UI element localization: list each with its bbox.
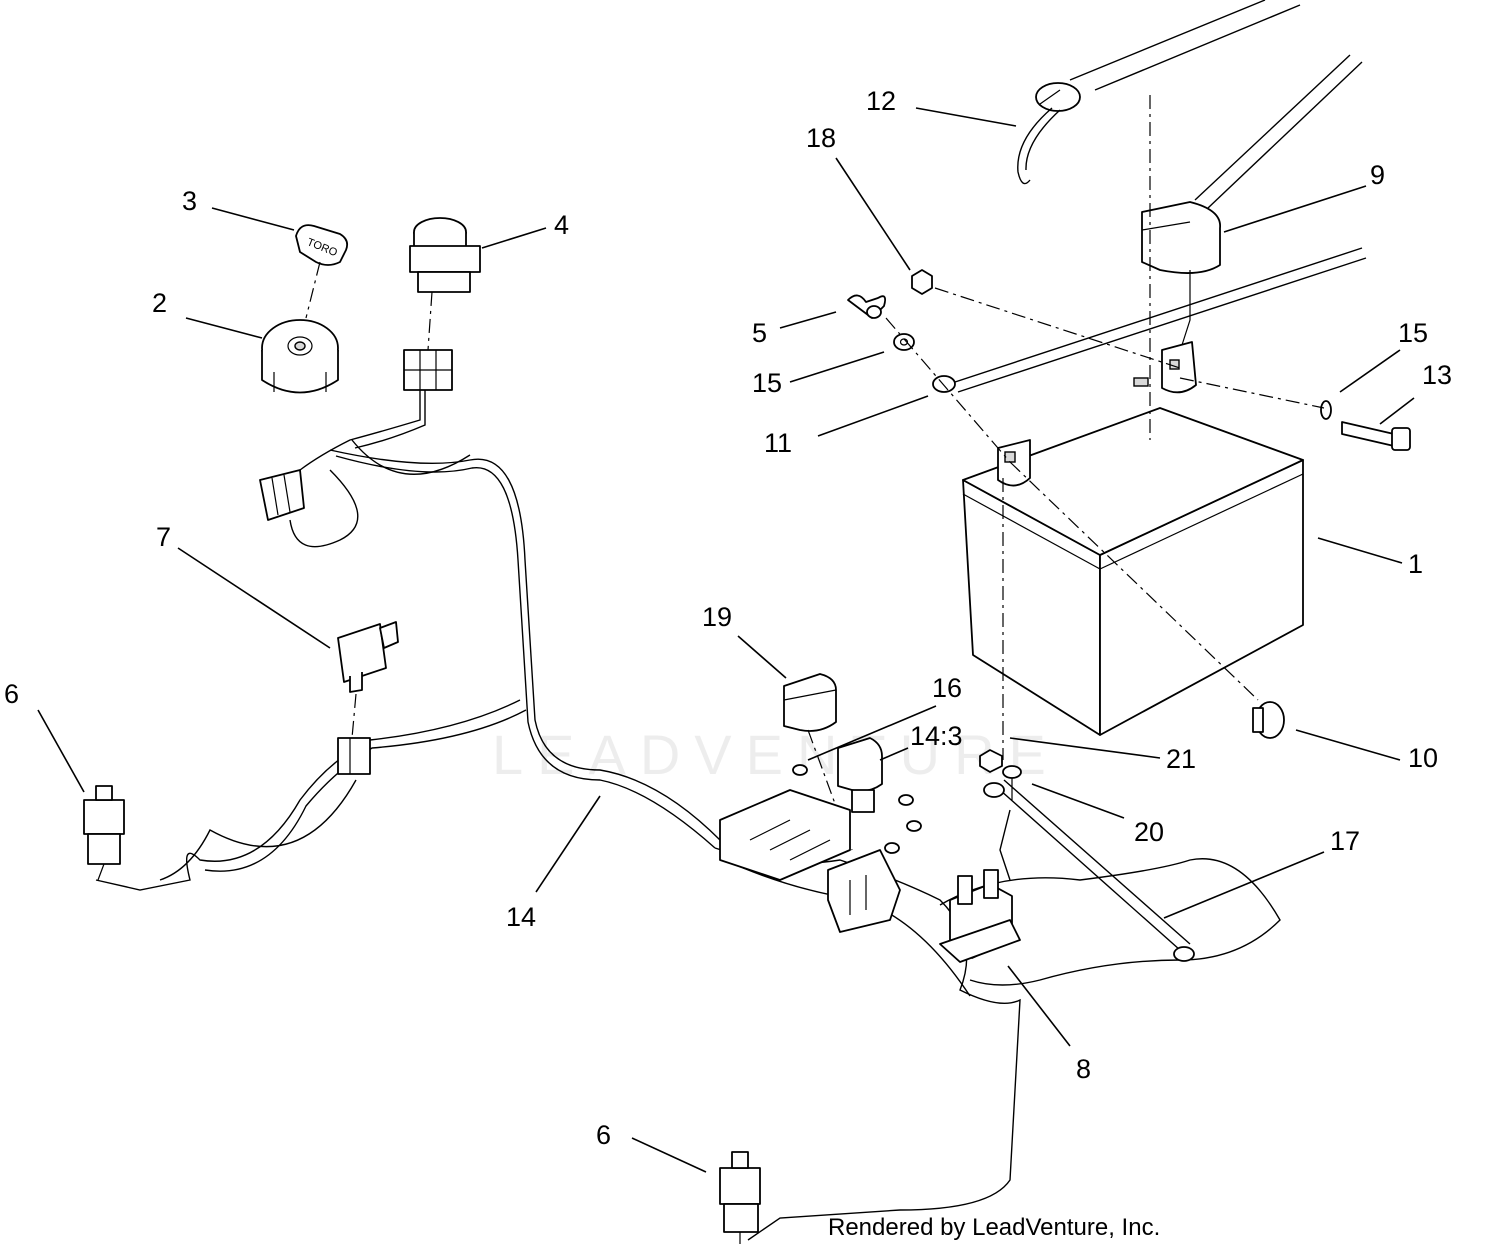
interlock-switch-bottom bbox=[719, 1151, 761, 1244]
callout-14: 14 bbox=[506, 902, 536, 932]
callout-9: 9 bbox=[1370, 160, 1385, 190]
negative-cable bbox=[932, 247, 1367, 393]
callout-5: 5 bbox=[752, 318, 767, 348]
callout-10: 10 bbox=[1408, 743, 1438, 773]
ignition-key: TORO bbox=[295, 224, 349, 266]
cable-17 bbox=[983, 779, 1195, 962]
nut-top bbox=[911, 269, 933, 295]
callout-13: 13 bbox=[1422, 360, 1452, 390]
wing-nut bbox=[847, 294, 887, 319]
render-credit: Rendered by LeadVenture, Inc. bbox=[828, 1214, 1161, 1241]
callout-3: 3 bbox=[182, 186, 197, 216]
pto-connector bbox=[403, 349, 453, 391]
bolt bbox=[1341, 421, 1411, 451]
callout-12: 12 bbox=[866, 86, 896, 116]
callout-6-bottom: 6 bbox=[596, 1120, 611, 1150]
callout-8: 8 bbox=[1076, 1054, 1091, 1084]
callout-labels: 1 2 3 4 5 6 6 7 8 9 10 11 12 13 14 14:3 … bbox=[4, 86, 1452, 1150]
bolt-10 bbox=[1252, 701, 1285, 739]
starter-solenoid bbox=[939, 869, 1021, 963]
relay-19 bbox=[783, 673, 837, 732]
callout-16: 16 bbox=[932, 673, 962, 703]
callout-15-left: 15 bbox=[752, 368, 782, 398]
positive-cable-cover bbox=[1141, 54, 1363, 346]
bolt-20 bbox=[1002, 765, 1022, 800]
callout-7: 7 bbox=[156, 522, 171, 552]
washer-right bbox=[1320, 400, 1332, 420]
callout-14-3: 14:3 bbox=[910, 721, 963, 751]
ignition-switch bbox=[261, 319, 339, 394]
relay-14-3 bbox=[837, 737, 883, 813]
battery bbox=[962, 341, 1304, 736]
callout-2: 2 bbox=[152, 288, 167, 318]
interlock-switch-left bbox=[83, 785, 125, 881]
callout-18: 18 bbox=[806, 123, 836, 153]
callout-6-left: 6 bbox=[4, 679, 19, 709]
callout-19: 19 bbox=[702, 602, 732, 632]
watermark: LEADVENTURE bbox=[492, 723, 1060, 786]
callout-17: 17 bbox=[1330, 826, 1360, 856]
fuse-block bbox=[719, 789, 901, 933]
screws bbox=[792, 764, 922, 854]
pto-switch bbox=[409, 217, 481, 293]
callout-15-right: 15 bbox=[1398, 318, 1428, 348]
callout-11: 11 bbox=[764, 428, 792, 458]
seat-switch-connector bbox=[337, 737, 371, 775]
callout-20: 20 bbox=[1134, 817, 1164, 847]
leader-lines bbox=[37, 107, 1415, 1173]
callout-4: 4 bbox=[554, 210, 569, 240]
callout-21: 21 bbox=[1166, 744, 1196, 774]
seat-switch bbox=[337, 621, 399, 693]
callout-1: 1 bbox=[1408, 549, 1423, 579]
nut-21 bbox=[979, 749, 1003, 773]
washer-left bbox=[893, 333, 915, 351]
battery-strap bbox=[1017, 0, 1301, 185]
